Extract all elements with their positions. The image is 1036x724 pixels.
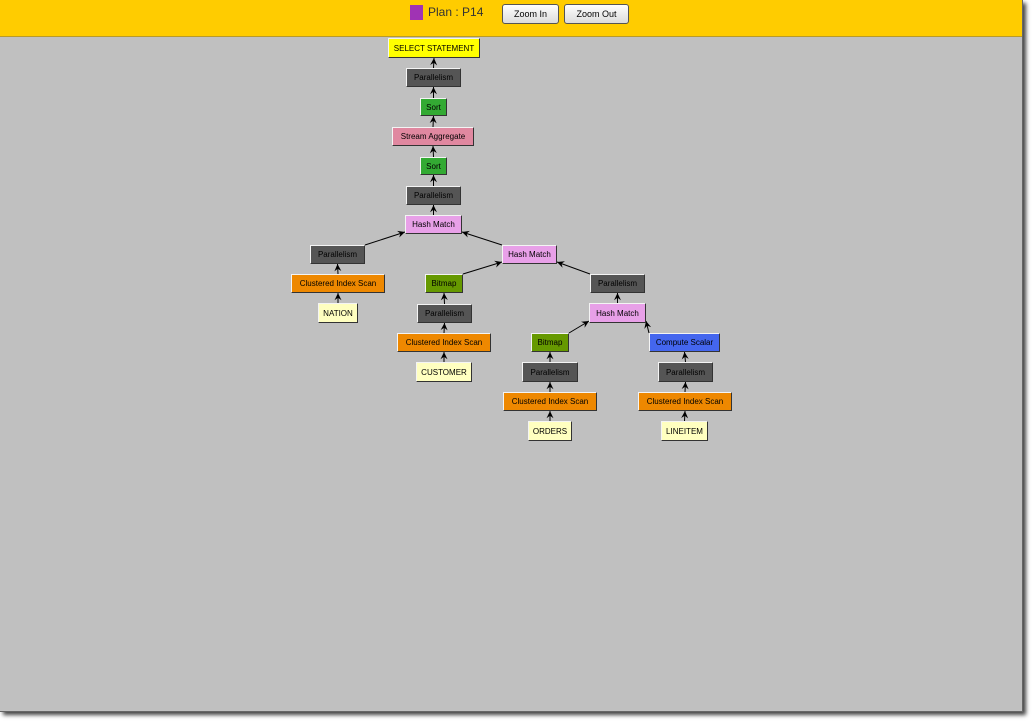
- arrowhead-icon: [494, 260, 502, 268]
- arrowhead-icon: [681, 352, 689, 360]
- arrowhead-icon: [581, 321, 589, 328]
- plan-node-parallelism[interactable]: Parallelism: [522, 362, 578, 382]
- plan-node-clustered-index-scan[interactable]: Clustered Index Scan: [638, 392, 732, 411]
- arrowhead-icon: [546, 411, 554, 419]
- arrowhead-icon: [430, 87, 437, 95]
- plan-node-parallelism[interactable]: Parallelism: [310, 245, 365, 264]
- plan-node-clustered-index-scan[interactable]: Clustered Index Scan: [503, 392, 597, 411]
- zoom-in-button[interactable]: Zoom In: [502, 4, 559, 24]
- arrowhead-icon: [614, 293, 621, 301]
- plan-node-bitmap[interactable]: Bitmap: [425, 274, 463, 293]
- edge-line: [364, 231, 406, 246]
- zoom-out-button[interactable]: Zoom Out: [564, 4, 629, 24]
- plan-node-lineitem[interactable]: LINEITEM: [661, 421, 708, 441]
- toolbar: Plan : P14 Zoom In Zoom Out: [0, 0, 1022, 37]
- arrowhead-icon: [334, 293, 342, 301]
- edge-line: [461, 231, 503, 246]
- arrowhead-icon: [440, 293, 448, 301]
- arrowhead-icon: [440, 352, 448, 360]
- plan-node-sort[interactable]: Sort: [420, 157, 447, 175]
- plan-node-hash-match[interactable]: Hash Match: [502, 245, 557, 264]
- plan-node-hash-match[interactable]: Hash Match: [589, 303, 646, 323]
- plan-node-stream-aggregate[interactable]: Stream Aggregate: [392, 127, 474, 146]
- plan-node-nation[interactable]: NATION: [318, 303, 358, 323]
- plan-node-select-statement[interactable]: SELECT STATEMENT: [388, 38, 480, 58]
- plan-node-parallelism[interactable]: Parallelism: [658, 362, 713, 382]
- arrowhead-icon: [334, 264, 342, 272]
- arrowhead-icon: [429, 116, 437, 124]
- arrowhead-icon: [397, 230, 405, 238]
- plan-node-clustered-index-scan[interactable]: Clustered Index Scan: [397, 333, 491, 352]
- arrowhead-icon: [430, 175, 437, 183]
- arrowhead-icon: [462, 230, 470, 238]
- plan-node-sort[interactable]: Sort: [420, 98, 447, 116]
- plan-title: Plan : P14: [428, 5, 484, 19]
- plan-node-hash-match[interactable]: Hash Match: [405, 215, 462, 234]
- plan-edges: [334, 57, 689, 422]
- plan-color-swatch: [410, 5, 423, 20]
- arrowhead-icon: [430, 58, 438, 66]
- plan-node-parallelism[interactable]: Parallelism: [406, 186, 461, 205]
- plan-node-clustered-index-scan[interactable]: Clustered Index Scan: [291, 274, 385, 293]
- edge-line: [462, 261, 503, 275]
- plan-node-parallelism[interactable]: Parallelism: [590, 274, 645, 293]
- plan-node-bitmap[interactable]: Bitmap: [531, 333, 569, 352]
- plan-node-customer[interactable]: CUSTOMER: [416, 362, 472, 382]
- arrowhead-icon: [557, 261, 565, 268]
- arrowhead-icon: [430, 205, 437, 213]
- arrowhead-icon: [644, 321, 652, 329]
- arrowhead-icon: [429, 146, 437, 154]
- arrowhead-icon: [546, 382, 554, 390]
- plan-node-parallelism[interactable]: Parallelism: [417, 304, 472, 323]
- arrowhead-icon: [681, 382, 689, 390]
- edge-line: [556, 261, 591, 275]
- plan-node-compute-scalar[interactable]: Compute Scalar: [649, 333, 720, 352]
- arrowhead-icon: [681, 411, 689, 419]
- arrowhead-icon: [546, 352, 554, 360]
- arrowhead-icon: [440, 323, 448, 331]
- plan-node-parallelism[interactable]: Parallelism: [406, 68, 461, 87]
- plan-canvas[interactable]: Plan : P14 Zoom In Zoom Out SELECT STATE…: [0, 0, 1023, 712]
- plan-node-orders[interactable]: ORDERS: [528, 421, 572, 441]
